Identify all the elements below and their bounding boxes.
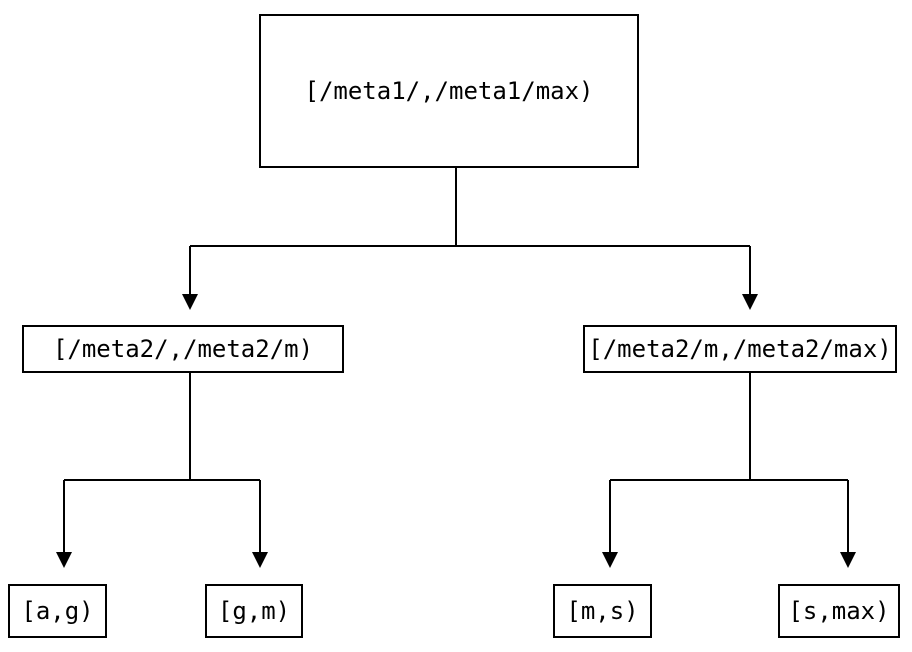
- node-leaf-gm: [g,m): [205, 584, 303, 638]
- arrowhead-leaf1-icon: [56, 552, 72, 568]
- node-leaf-smax: [s,max): [778, 584, 900, 638]
- node-meta2-right: [/meta2/m,/meta2/max): [583, 325, 897, 373]
- node-leaf-gm-label: [g,m): [217, 597, 291, 625]
- node-leaf-ag-label: [a,g): [21, 597, 94, 625]
- arrowhead-leaf2-icon: [252, 552, 268, 568]
- arrowhead-right-child-icon: [742, 294, 758, 310]
- arrowhead-leaf4-icon: [840, 552, 856, 568]
- node-meta2-left: [/meta2/,/meta2/m): [22, 325, 344, 373]
- node-root: [/meta1/,/meta1/max): [259, 14, 639, 168]
- arrowhead-left-child-icon: [182, 294, 198, 310]
- node-leaf-ag: [a,g): [8, 584, 107, 638]
- node-leaf-smax-label: [s,max): [788, 597, 890, 625]
- node-leaf-ms-label: [m,s): [566, 597, 639, 625]
- node-meta2-left-label: [/meta2/,/meta2/m): [52, 335, 314, 363]
- node-meta2-right-label: [/meta2/m,/meta2/max): [588, 335, 892, 363]
- node-root-label: [/meta1/,/meta1/max): [304, 77, 594, 105]
- arrowhead-leaf3-icon: [602, 552, 618, 568]
- node-leaf-ms: [m,s): [553, 584, 652, 638]
